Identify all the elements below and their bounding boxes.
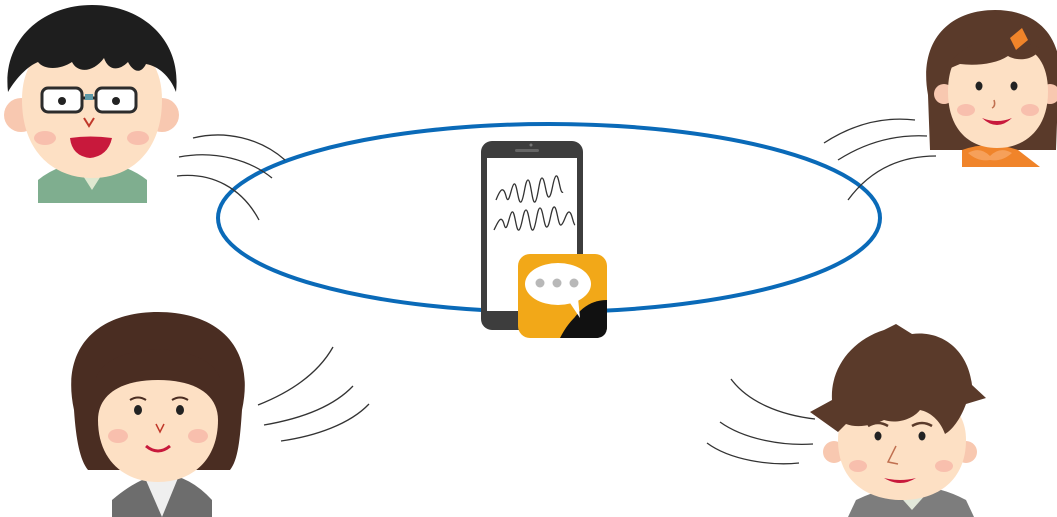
speech-lines-top-right xyxy=(824,119,936,200)
avatar-boy-spiky xyxy=(810,324,986,517)
avatar-woman-bob xyxy=(71,312,245,517)
avatar-girl-orange xyxy=(926,10,1057,167)
speech-lines-top-left xyxy=(177,135,285,220)
speech-lines-bottom-right xyxy=(707,379,815,464)
chat-app-icon xyxy=(518,254,607,338)
speech-lines-bottom-left xyxy=(258,347,369,441)
avatar-man-glasses xyxy=(4,5,179,203)
